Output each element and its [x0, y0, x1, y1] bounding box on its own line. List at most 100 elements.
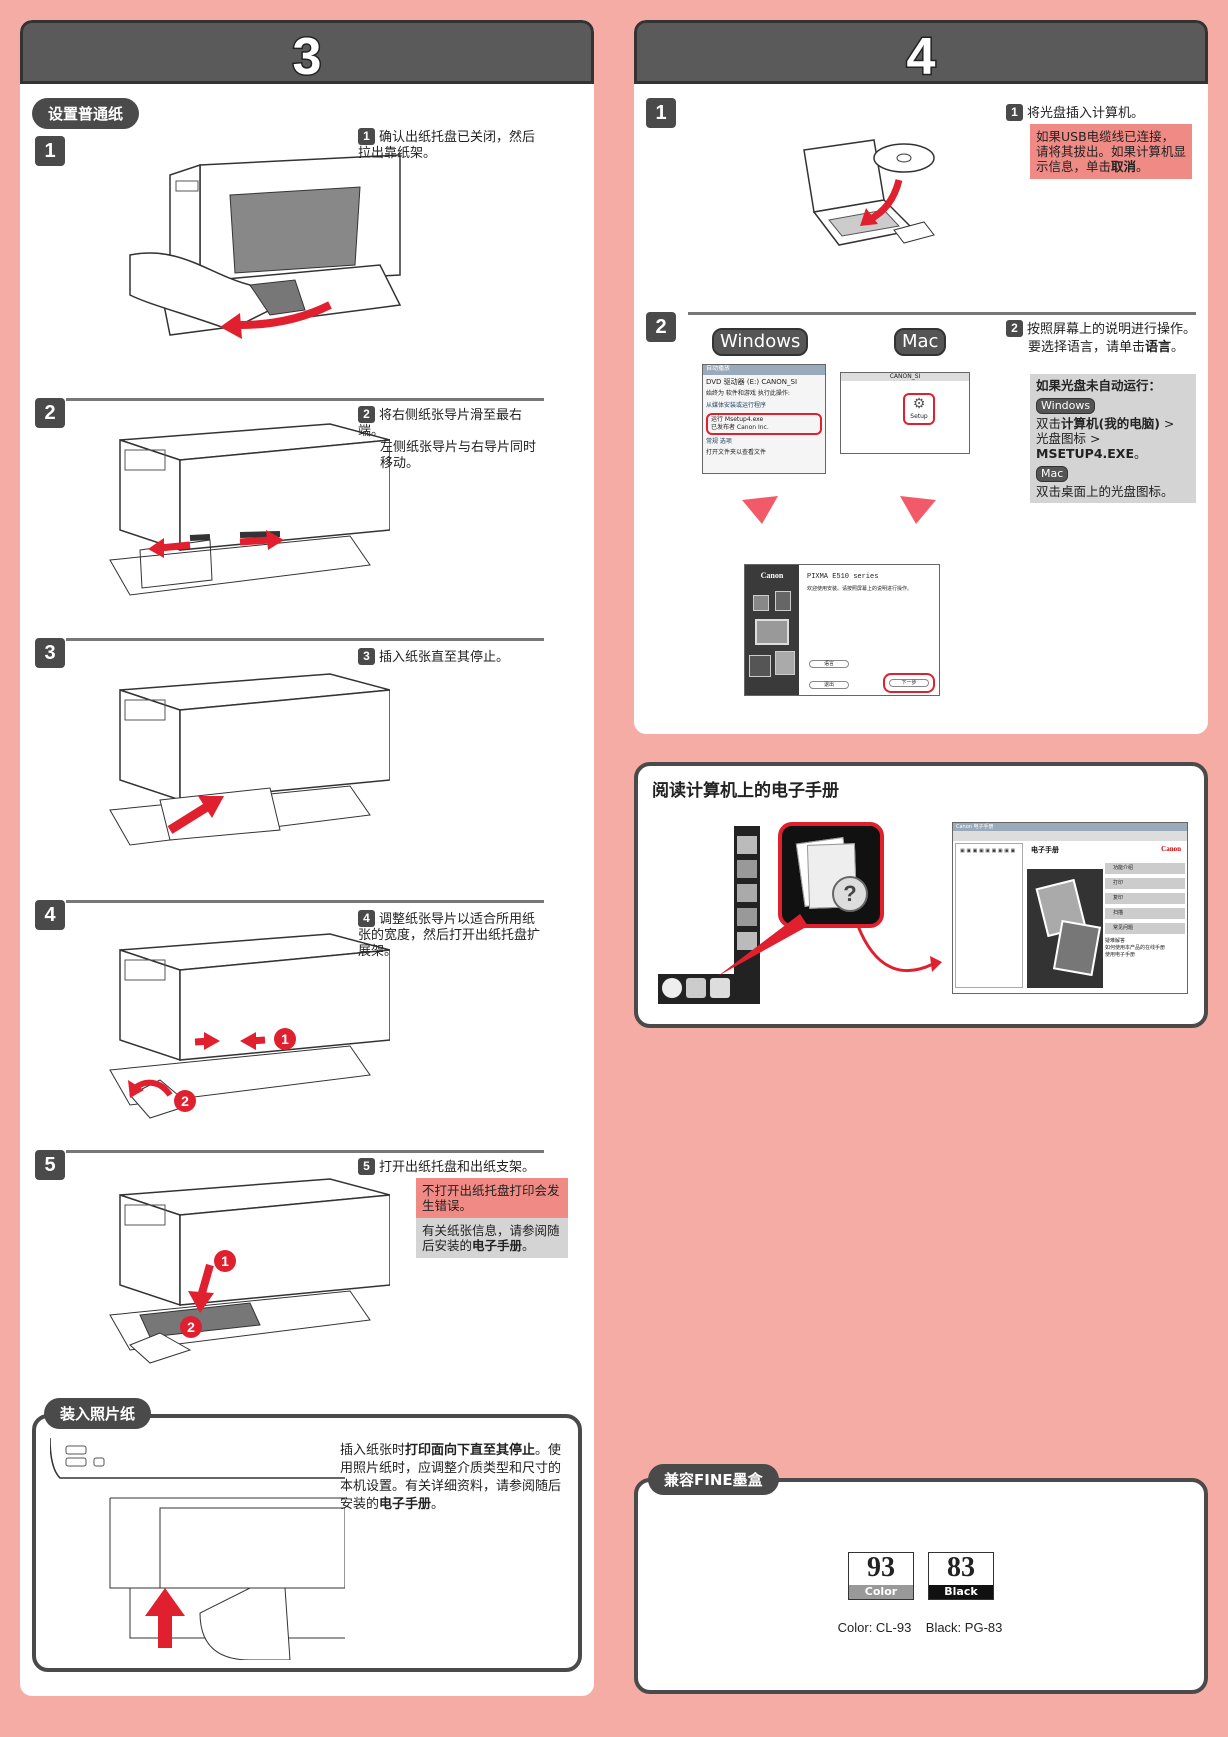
- photo-paper-illustration: [50, 1438, 345, 1660]
- help-question-icon: ?: [832, 876, 868, 912]
- ink-color-cartridge: 93 Color: [848, 1552, 914, 1600]
- installer-canon-logo: Canon: [760, 571, 784, 580]
- section-4-number: 4: [905, 27, 937, 88]
- step-5-callout-2: 2: [180, 1316, 202, 1338]
- step-5-divider: [66, 1150, 544, 1153]
- step-4-illustration: [109, 933, 390, 1119]
- autoplay-general: 常规 选项: [706, 438, 732, 445]
- step-5-info-box: 有关纸张信息，请参阅随后安装的电子手册。: [416, 1218, 568, 1258]
- installer-screenshot: Canon PIXMA E510 series 欢迎使用安装。请按照屏幕上的说明…: [744, 564, 940, 696]
- install-step-1-small-badge: 1: [1006, 104, 1023, 121]
- manual-brand: Canon: [1161, 845, 1181, 853]
- step-4-callout-1: 1: [274, 1028, 296, 1050]
- arrow-down-icon: [900, 496, 936, 524]
- windows-autoplay-screenshot: 自动播放 DVD 驱动器 (E:) CANON_SI 始终为 软件和游戏 执行此…: [702, 364, 826, 474]
- installer-next-button[interactable]: 下一步: [883, 673, 935, 693]
- step-4-callout-2: 2: [174, 1090, 196, 1112]
- step-2-badge: 2: [35, 398, 65, 428]
- step-1-small-badge: 1: [358, 128, 375, 145]
- no-autorun-title: 如果光盘未自动运行：: [1036, 378, 1162, 393]
- ink-black-label: Black: [929, 1585, 993, 1599]
- cd-laptop-illustration: [803, 139, 935, 246]
- usb-warning-box: 如果USB电缆线已连接，请将其拔出。如果计算机显示信息，单击取消。: [1030, 124, 1192, 179]
- installer-welcome: 欢迎使用安装。请按照屏幕上的说明进行操作。: [807, 586, 913, 592]
- step-2-small-badge: 2: [358, 406, 375, 423]
- manual-menu-item[interactable]: 功能介绍: [1105, 863, 1185, 874]
- ink-black-cartridge: 83 Black: [928, 1552, 994, 1600]
- manual-link[interactable]: 使用电子手册: [1105, 952, 1136, 958]
- photo-paper-text: 插入纸张时打印面向下直至其停止。使用照片纸时，应调整介质类型和尺寸的本机设置。有…: [340, 1443, 562, 1512]
- no-autorun-windows-label: Windows: [1036, 398, 1096, 414]
- install-step-2-badge: 2: [646, 312, 676, 342]
- autoplay-run-msetup[interactable]: 运行 Msetup4.exe 已发布者 Canon Inc.: [706, 413, 822, 435]
- no-autorun-windows-text: 双击计算机(我的电脑) > 光盘图标 > MSETUP4.EXE。: [1036, 416, 1175, 461]
- step-3-divider: [66, 638, 544, 641]
- installer-exit-button[interactable]: 退出: [809, 681, 849, 689]
- plain-paper-title: 设置普通纸: [32, 98, 140, 129]
- step-5-warning-box: 不打开出纸托盘打印会发生错误。: [416, 1178, 568, 1218]
- mac-screenshot: CANON_SI ⚙ Setup: [840, 372, 970, 454]
- wifi-icon: [662, 978, 682, 998]
- setup-gear-icon: ⚙: [912, 396, 926, 412]
- step-5-small-badge: 5: [358, 1158, 375, 1175]
- manual-panel: 阅读计算机上的电子手册 ? Canon 电子手册 ▣ ▣ ▣ ▣ ▣ ▣ ▣ ▣…: [634, 762, 1208, 1028]
- step-4-badge: 4: [35, 900, 65, 930]
- ink-title: 兼容FINE墨盒: [648, 1464, 779, 1495]
- step-1-illustration: [129, 154, 402, 339]
- autoplay-open-folder[interactable]: 打开文件夹以查看文件: [706, 449, 767, 456]
- step-3-illustration: [109, 673, 390, 846]
- installer-language-button[interactable]: 语言: [809, 660, 849, 668]
- autoplay-drive: DVD 驱动器 (E:) CANON_SI: [706, 378, 798, 386]
- manual-heading: 电子手册: [1027, 843, 1103, 869]
- manual-window-titlebar: Canon 电子手册: [953, 823, 1187, 831]
- manual-menu-item[interactable]: 常见问题: [1105, 923, 1185, 934]
- manual-link[interactable]: 疑难解答: [1105, 938, 1126, 944]
- mac-setup-icon[interactable]: ⚙ Setup: [903, 393, 935, 425]
- section-3-header: 3: [20, 20, 594, 88]
- manual-shortcut-icon[interactable]: ?: [778, 822, 884, 928]
- step-3-small-badge: 3: [358, 648, 375, 665]
- manual-menu-item[interactable]: 复印: [1105, 893, 1185, 904]
- section-4-header: 4: [634, 20, 1208, 88]
- step-5-callout-1: 1: [214, 1250, 236, 1272]
- pointer-arrows: [718, 914, 942, 976]
- install-step-1-badge: 1: [646, 98, 676, 128]
- section-3-number: 3: [291, 27, 323, 88]
- no-autorun-box: 如果光盘未自动运行： Windows 双击计算机(我的电脑) > 光盘图标 > …: [1030, 374, 1196, 503]
- step-5-illustration: [109, 1178, 390, 1364]
- step-4-divider: [66, 900, 544, 903]
- no-autorun-mac-label: Mac: [1036, 466, 1069, 482]
- dock-illustration: [658, 826, 760, 1006]
- autoplay-titlebar: 自动播放: [703, 365, 825, 375]
- os-mac-label: Mac: [894, 328, 947, 356]
- autoplay-install: 从媒体安装或运行程序: [706, 402, 767, 409]
- step-3-badge: 3: [35, 638, 65, 668]
- no-autorun-mac-text: 双击桌面上的光盘图标。: [1036, 484, 1174, 499]
- arrow-down-icon: [742, 496, 778, 524]
- install-step-2-small-badge: 2: [1006, 320, 1023, 337]
- manual-link[interactable]: 如何使用本产品的在线手册: [1105, 945, 1166, 951]
- manual-menu-item[interactable]: 扫描: [1105, 908, 1185, 919]
- step-1-badge: 1: [35, 136, 65, 166]
- install-step-2-divider: [688, 312, 1196, 315]
- step-5-badge: 5: [35, 1150, 65, 1180]
- manual-menu-item[interactable]: 打印: [1105, 878, 1185, 889]
- step-2-divider: [66, 398, 544, 401]
- step-2-illustration: [109, 423, 390, 596]
- autoplay-always: 始终为 软件和游戏 执行此操作:: [706, 390, 790, 397]
- ink-panel: [634, 1478, 1208, 1694]
- step-4-small-badge: 4: [358, 910, 375, 927]
- ink-caption: Color: CL-93 Black: PG-83: [837, 1620, 1003, 1635]
- step-2-note: 左侧纸张导片与右导片同时移动。: [380, 440, 537, 471]
- ink-color-number: 93: [867, 1552, 895, 1583]
- manual-window-screenshot: Canon 电子手册 ▣ ▣ ▣ ▣ ▣ ▣ ▣ ▣ ▣ 电子手册 Canon …: [952, 822, 1188, 994]
- ink-color-label: Color: [849, 1585, 913, 1599]
- manual-title: 阅读计算机上的电子手册: [652, 781, 839, 801]
